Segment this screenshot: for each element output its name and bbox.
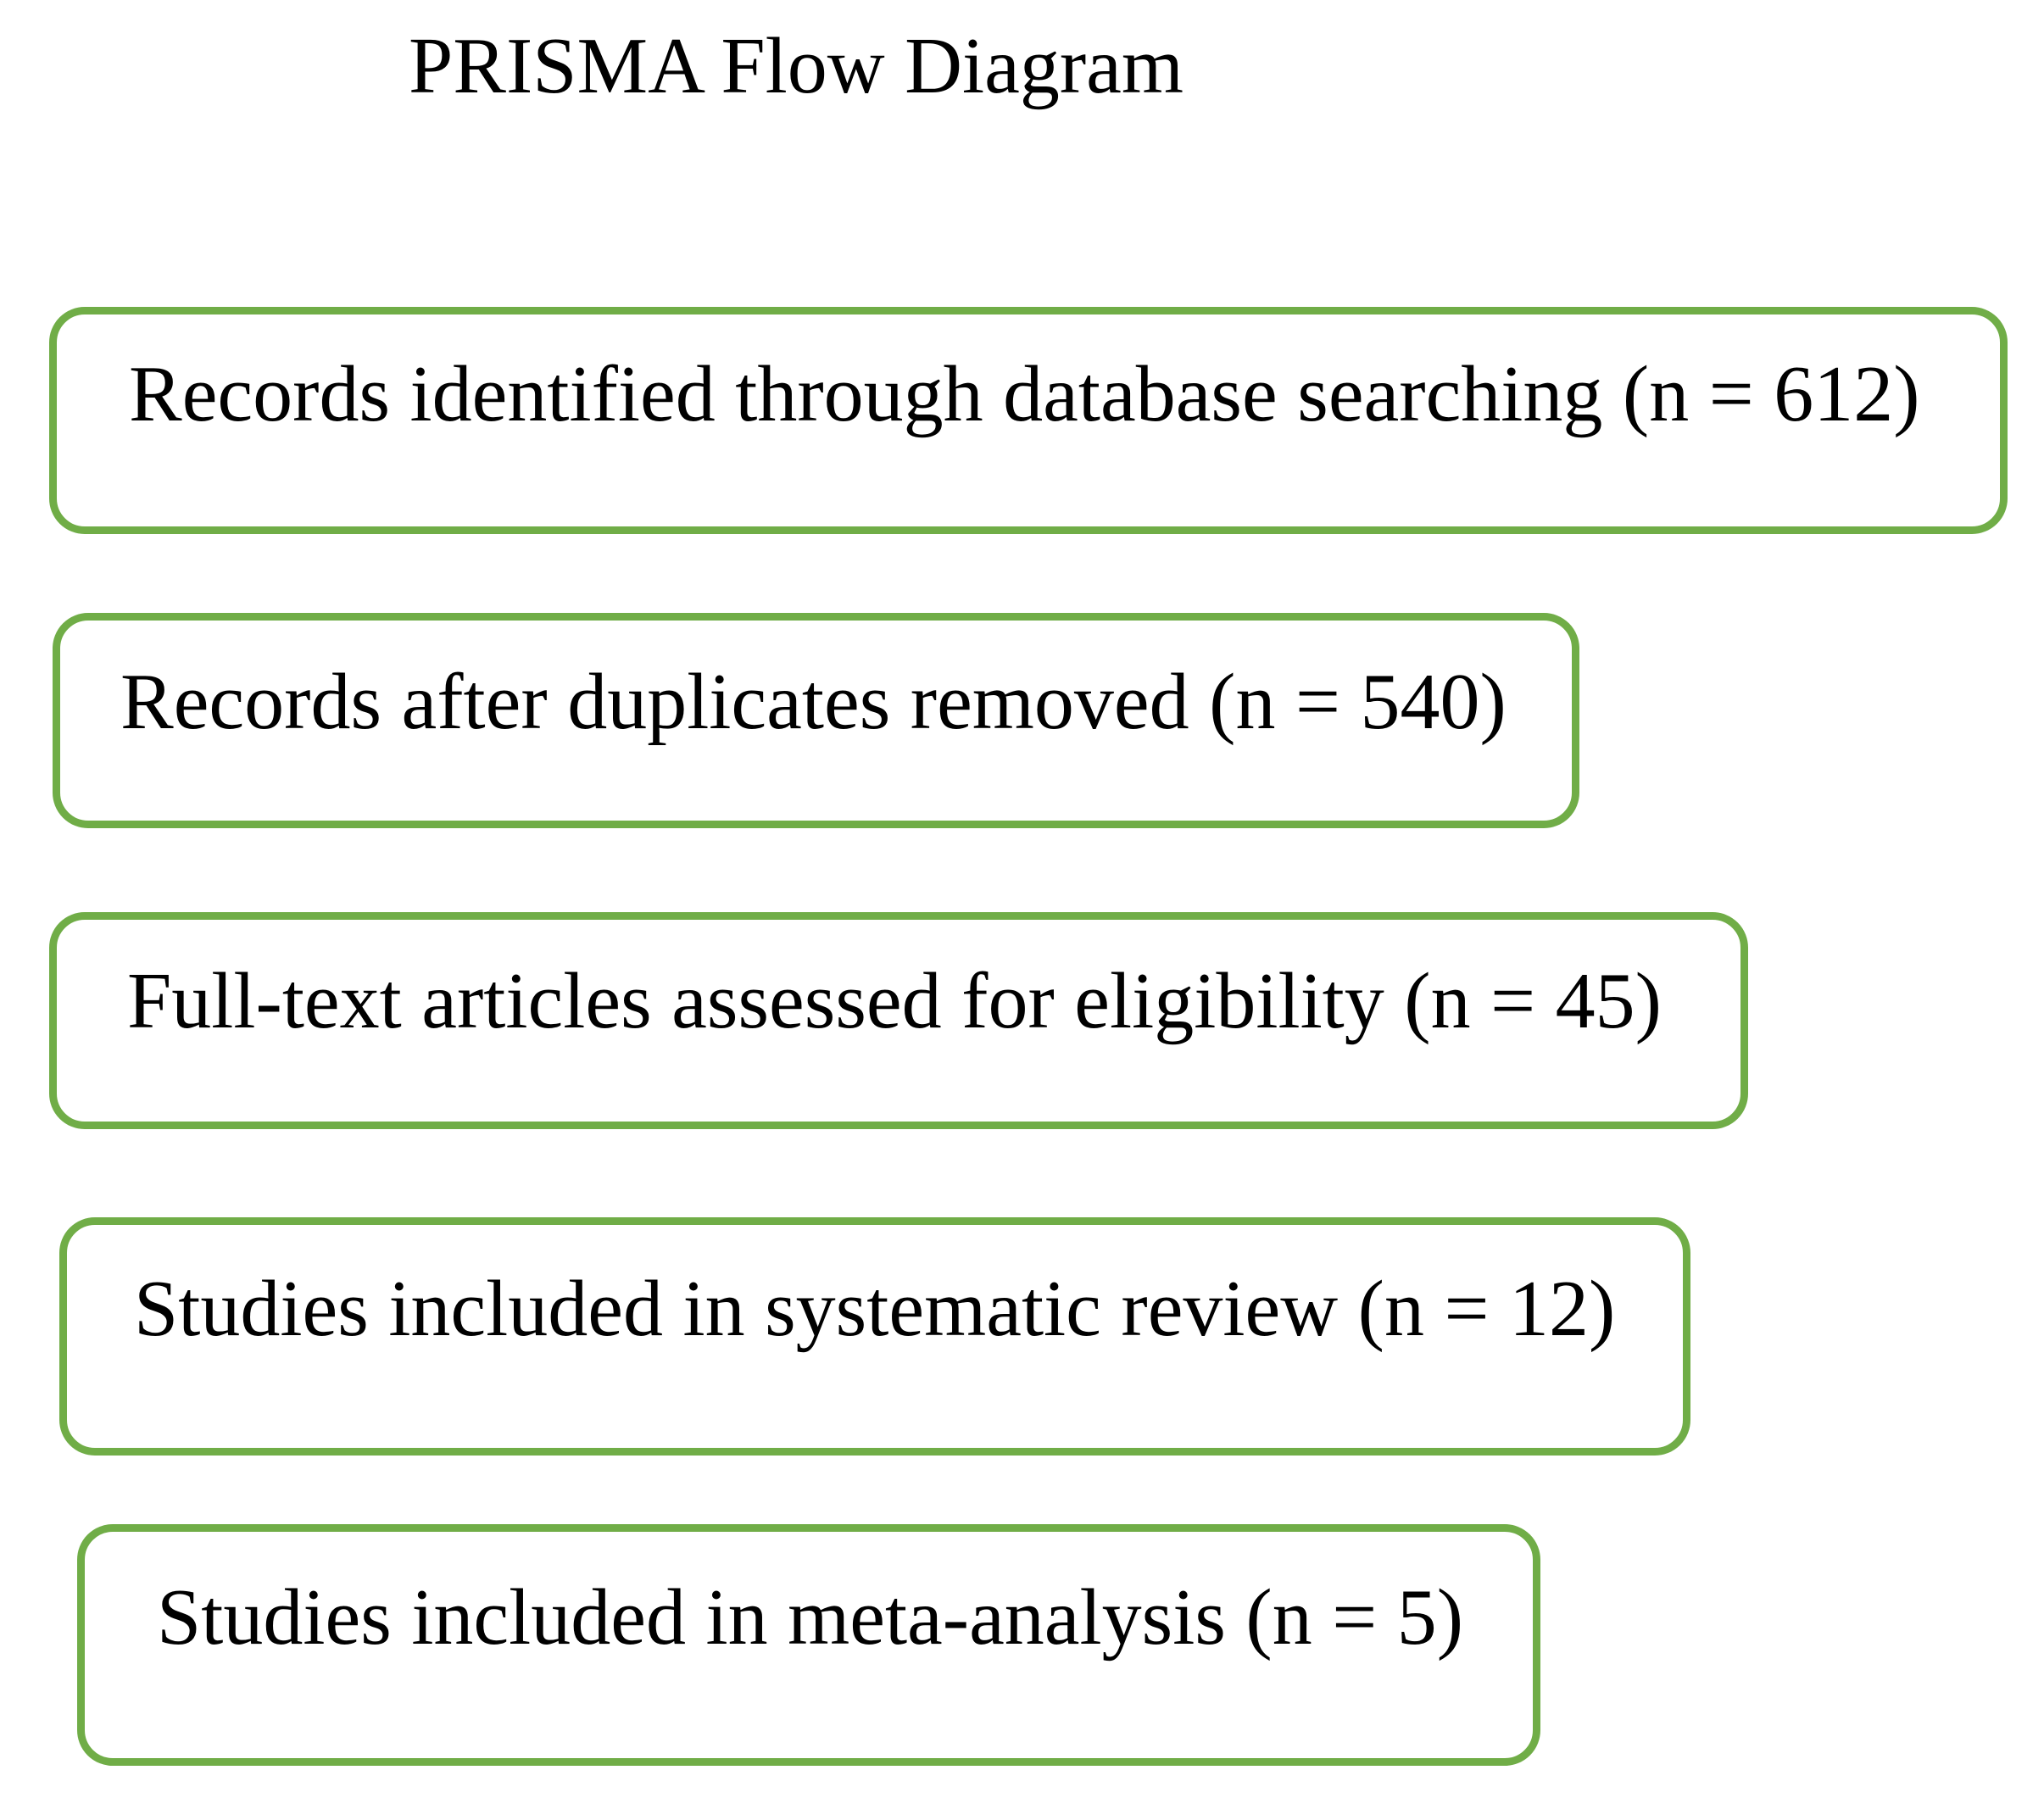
stage-box-eligibility	[49, 912, 1748, 1129]
stage-label-identification: Records identified through database sear…	[129, 350, 1920, 438]
stage-box-screening	[53, 613, 1579, 828]
stage-label-systematic-review: Studies included in systematic review (n…	[134, 1265, 1616, 1353]
stage-box-systematic-review	[59, 1217, 1690, 1456]
stage-label-screening: Records after duplicates removed (n = 54…	[120, 658, 1507, 746]
stage-label-eligibility: Full-text articles assessed for eligibil…	[127, 957, 1662, 1045]
stage-label-meta-analysis: Studies included in meta-analysis (n = 5…	[157, 1573, 1464, 1661]
stage-box-meta-analysis	[77, 1524, 1540, 1766]
diagram-title: PRISMA Flow Diagram	[409, 22, 1184, 110]
stage-box-identification	[49, 307, 2008, 534]
